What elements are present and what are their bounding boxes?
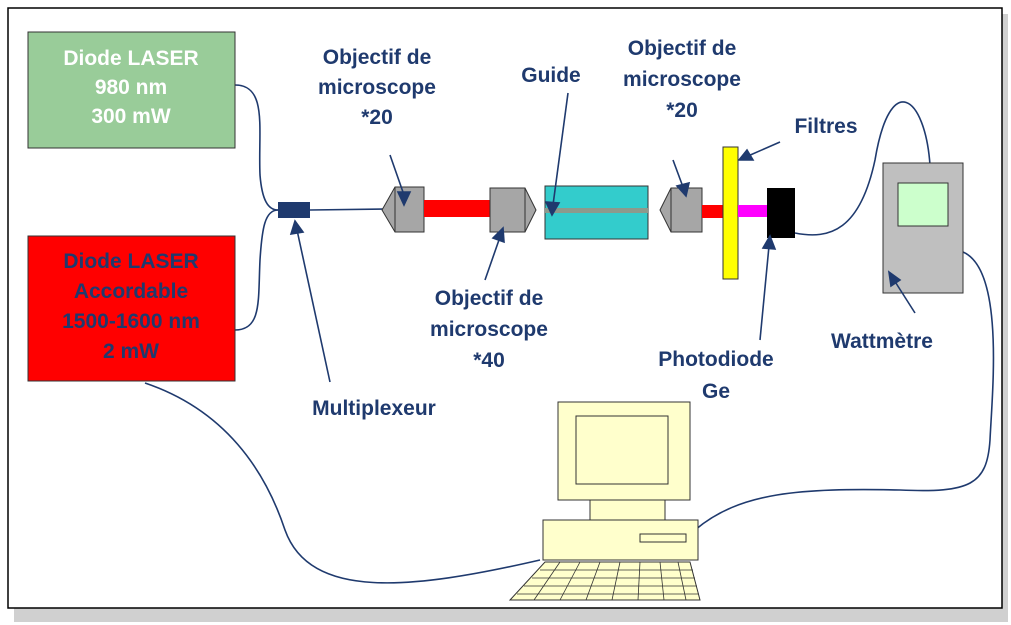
computer-icon bbox=[508, 401, 701, 601]
wattmeter-screen bbox=[897, 182, 949, 227]
objective-20-right-line-3: *20 bbox=[666, 99, 698, 122]
diode-laser-tunable: Diode LASER Accordable 1500-1600 nm 2 mW bbox=[27, 235, 236, 382]
diode-laser-980: Diode LASER 980 nm 300 mW bbox=[27, 31, 236, 149]
objective-40-line-2: microscope bbox=[430, 318, 548, 341]
photodiode-line-1: Photodiode bbox=[658, 348, 773, 371]
cable-photodiode-wattmeter bbox=[794, 101, 931, 236]
cable-wattmeter-computer bbox=[694, 251, 995, 531]
photodiode-icon bbox=[767, 188, 795, 238]
diode-980-line-2: 980 nm bbox=[95, 76, 167, 99]
objective-20-right-line-2: microscope bbox=[623, 68, 741, 91]
diode-1550-box bbox=[27, 235, 236, 382]
diode-1550-line-3: 1500-1600 nm bbox=[62, 310, 200, 333]
callout-arrows bbox=[289, 92, 916, 383]
cables bbox=[144, 84, 995, 584]
monitor-screen bbox=[575, 415, 669, 485]
fiber-to-objective bbox=[309, 208, 386, 211]
guide-label: Guide bbox=[521, 64, 581, 87]
microscope-objective-icon bbox=[489, 187, 537, 233]
objective-40-line-1: Objectif de bbox=[435, 287, 544, 310]
diode-980-box bbox=[27, 31, 236, 149]
diode-980-line-3: 300 mW bbox=[91, 105, 171, 128]
diode-1550-line-1: Diode LASER bbox=[63, 250, 198, 273]
filters-label: Filtres bbox=[794, 115, 857, 138]
diode-980-line-1: Diode LASER bbox=[63, 47, 198, 70]
objective-20-right-line-1: Objectif de bbox=[628, 37, 737, 60]
keyboard-keys bbox=[517, 561, 699, 601]
wattmeter-label: Wattmètre bbox=[831, 330, 933, 353]
wattmeter-icon bbox=[882, 162, 964, 294]
microscope-objective-icon bbox=[659, 187, 703, 233]
laser-beam bbox=[424, 200, 490, 217]
objective-40-line-3: *40 bbox=[473, 349, 505, 372]
monitor-stand bbox=[589, 499, 666, 521]
objective-20-left-line-2: microscope bbox=[318, 76, 436, 99]
fiber-1550 bbox=[234, 209, 279, 331]
guide-core bbox=[545, 208, 648, 213]
multiplexer-icon bbox=[278, 202, 310, 218]
objective-20-left-line-1: Objectif de bbox=[323, 46, 432, 69]
fiber-980 bbox=[234, 84, 279, 211]
filter-plate bbox=[722, 146, 739, 280]
laser-beam-out bbox=[702, 205, 724, 218]
diode-1550-line-4: 2 mW bbox=[103, 340, 159, 363]
drive-slot bbox=[639, 533, 687, 543]
diode-1550-line-2: Accordable bbox=[74, 280, 188, 303]
keyboard bbox=[508, 561, 701, 601]
filtered-beam bbox=[738, 205, 767, 217]
labels: Objectif de microscope *20 Guide Objecti… bbox=[312, 37, 933, 420]
cable-computer-diode bbox=[144, 382, 541, 584]
photodiode-line-2: Ge bbox=[702, 380, 730, 403]
waveguide bbox=[544, 185, 649, 240]
objective-20-left-line-3: *20 bbox=[361, 106, 393, 129]
multiplexer-label: Multiplexeur bbox=[312, 397, 436, 420]
